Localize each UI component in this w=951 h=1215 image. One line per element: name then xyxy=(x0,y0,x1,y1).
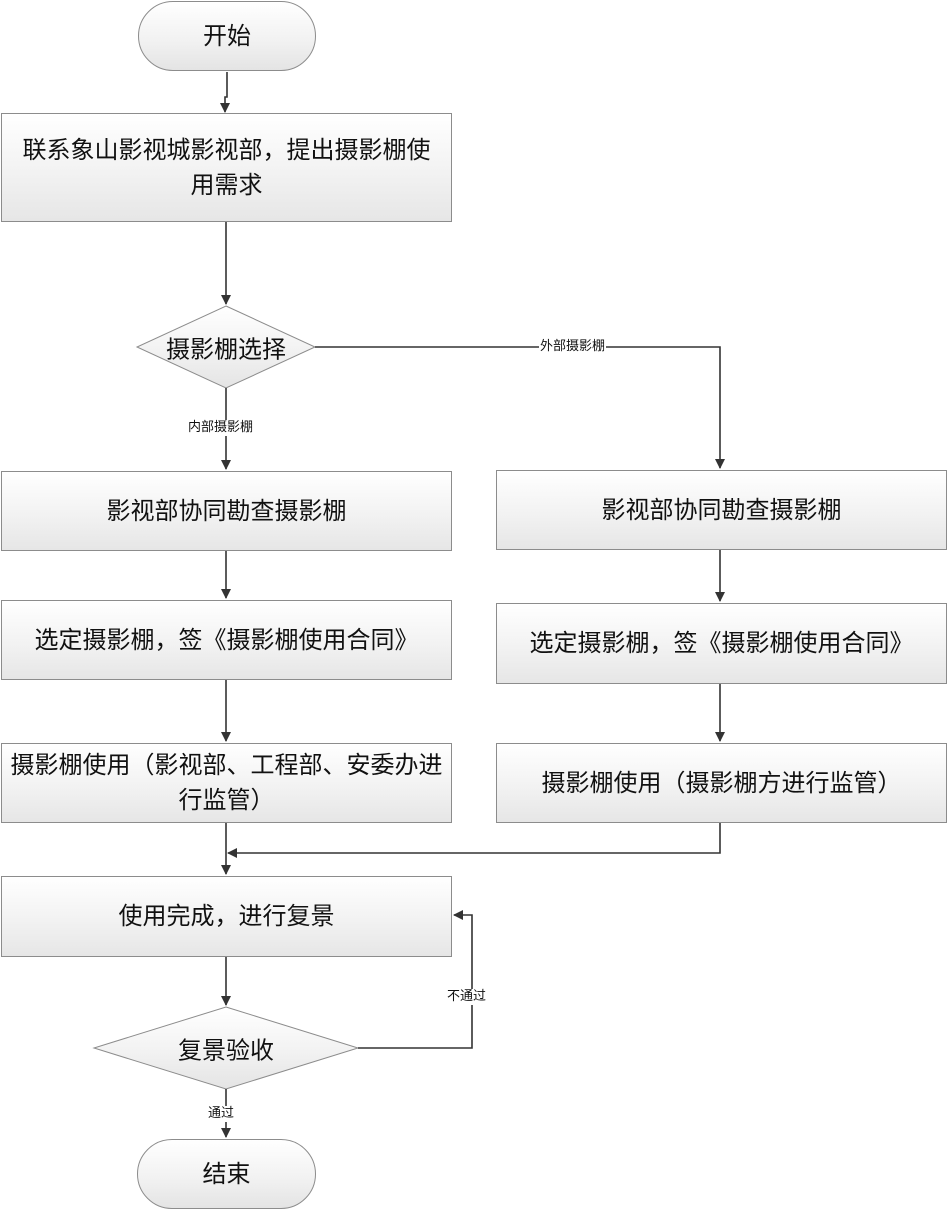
edge-label-internal: 内部摄影棚 xyxy=(187,420,255,436)
inner-contract-step: 选定摄影棚，签《摄影棚使用合同》 xyxy=(1,600,452,680)
edge-label-pass: 通过 xyxy=(207,1106,236,1122)
edge-start-contact xyxy=(220,72,230,113)
restore-step: 使用完成，进行复景 xyxy=(1,876,452,957)
start-terminal: 开始 xyxy=(138,1,316,71)
outer-use-step: 摄影棚使用（摄影棚方进行监管） xyxy=(496,743,947,823)
outer-contract-step: 选定摄影棚，签《摄影棚使用合同》 xyxy=(496,603,947,684)
inner-survey-step: 影视部协同勘查摄影棚 xyxy=(1,471,452,551)
end-terminal: 结束 xyxy=(137,1139,316,1209)
decision-studio-label: 摄影棚选择 xyxy=(166,335,286,364)
edge-decision-outer xyxy=(315,346,725,469)
edge-outer-use-merge xyxy=(227,823,721,858)
decision-accept-label: 复景验收 xyxy=(178,1036,274,1065)
inner-use-step: 摄影棚使用（影视部、工程部、安委办进行监管） xyxy=(1,743,452,823)
edge-label-fail: 不通过 xyxy=(446,989,488,1005)
edge-label-external: 外部摄影棚 xyxy=(539,339,607,355)
contact-step: 联系象山影视城影视部，提出摄影棚使用需求 xyxy=(1,113,452,222)
edge-accept-fail-loop xyxy=(358,910,473,1049)
outer-survey-step: 影视部协同勘查摄影棚 xyxy=(496,470,947,550)
